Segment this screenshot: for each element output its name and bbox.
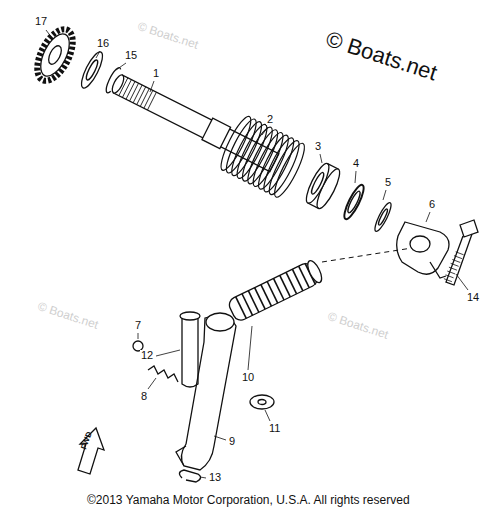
pedal-washer [250,395,274,409]
spacer [302,161,343,211]
callout-number: 8 [140,391,148,402]
washer [78,49,107,90]
watermark: © Boats.net [326,310,390,341]
callout-number: 16 [96,38,110,49]
callout-number: 4 [352,158,360,169]
callout-number: 9 [228,436,236,447]
callout-number: 5 [384,177,392,188]
washer [372,201,394,233]
callout-number: 2 [266,114,274,125]
kick-arm [176,313,236,470]
callout-number: 14 [466,292,480,303]
watermark: © Boats.net [323,28,439,85]
fwd-arrow [78,428,104,474]
pedal-rubber [227,259,325,323]
watermark: © Boats.net [136,20,200,51]
clamp-bolt [444,220,478,285]
callout-number: 12 [140,350,154,361]
pivot-pin [180,312,200,387]
callout-number: 6 [428,199,436,210]
callout-number: 1 [152,68,160,79]
callout-number: 3 [314,141,322,152]
callout-number: 17 [34,16,48,27]
return-spring [216,113,309,200]
clip [179,470,200,482]
kick-gear [30,24,80,87]
callout-number: 11 [268,423,281,434]
leader-lines [46,30,468,478]
callout-number: 7 [134,320,142,331]
detent-spring [148,366,178,382]
callout-number: 10 [241,372,255,383]
copyright-caption: ©2013 Yamaha Motor Corporation, U.S.A. A… [87,494,410,506]
callout-number: 15 [124,50,138,61]
kick-lever-boss [397,222,449,278]
callout-number: 13 [208,472,222,483]
thrust-washer [341,183,367,221]
watermark: © Boats.net [36,300,100,331]
